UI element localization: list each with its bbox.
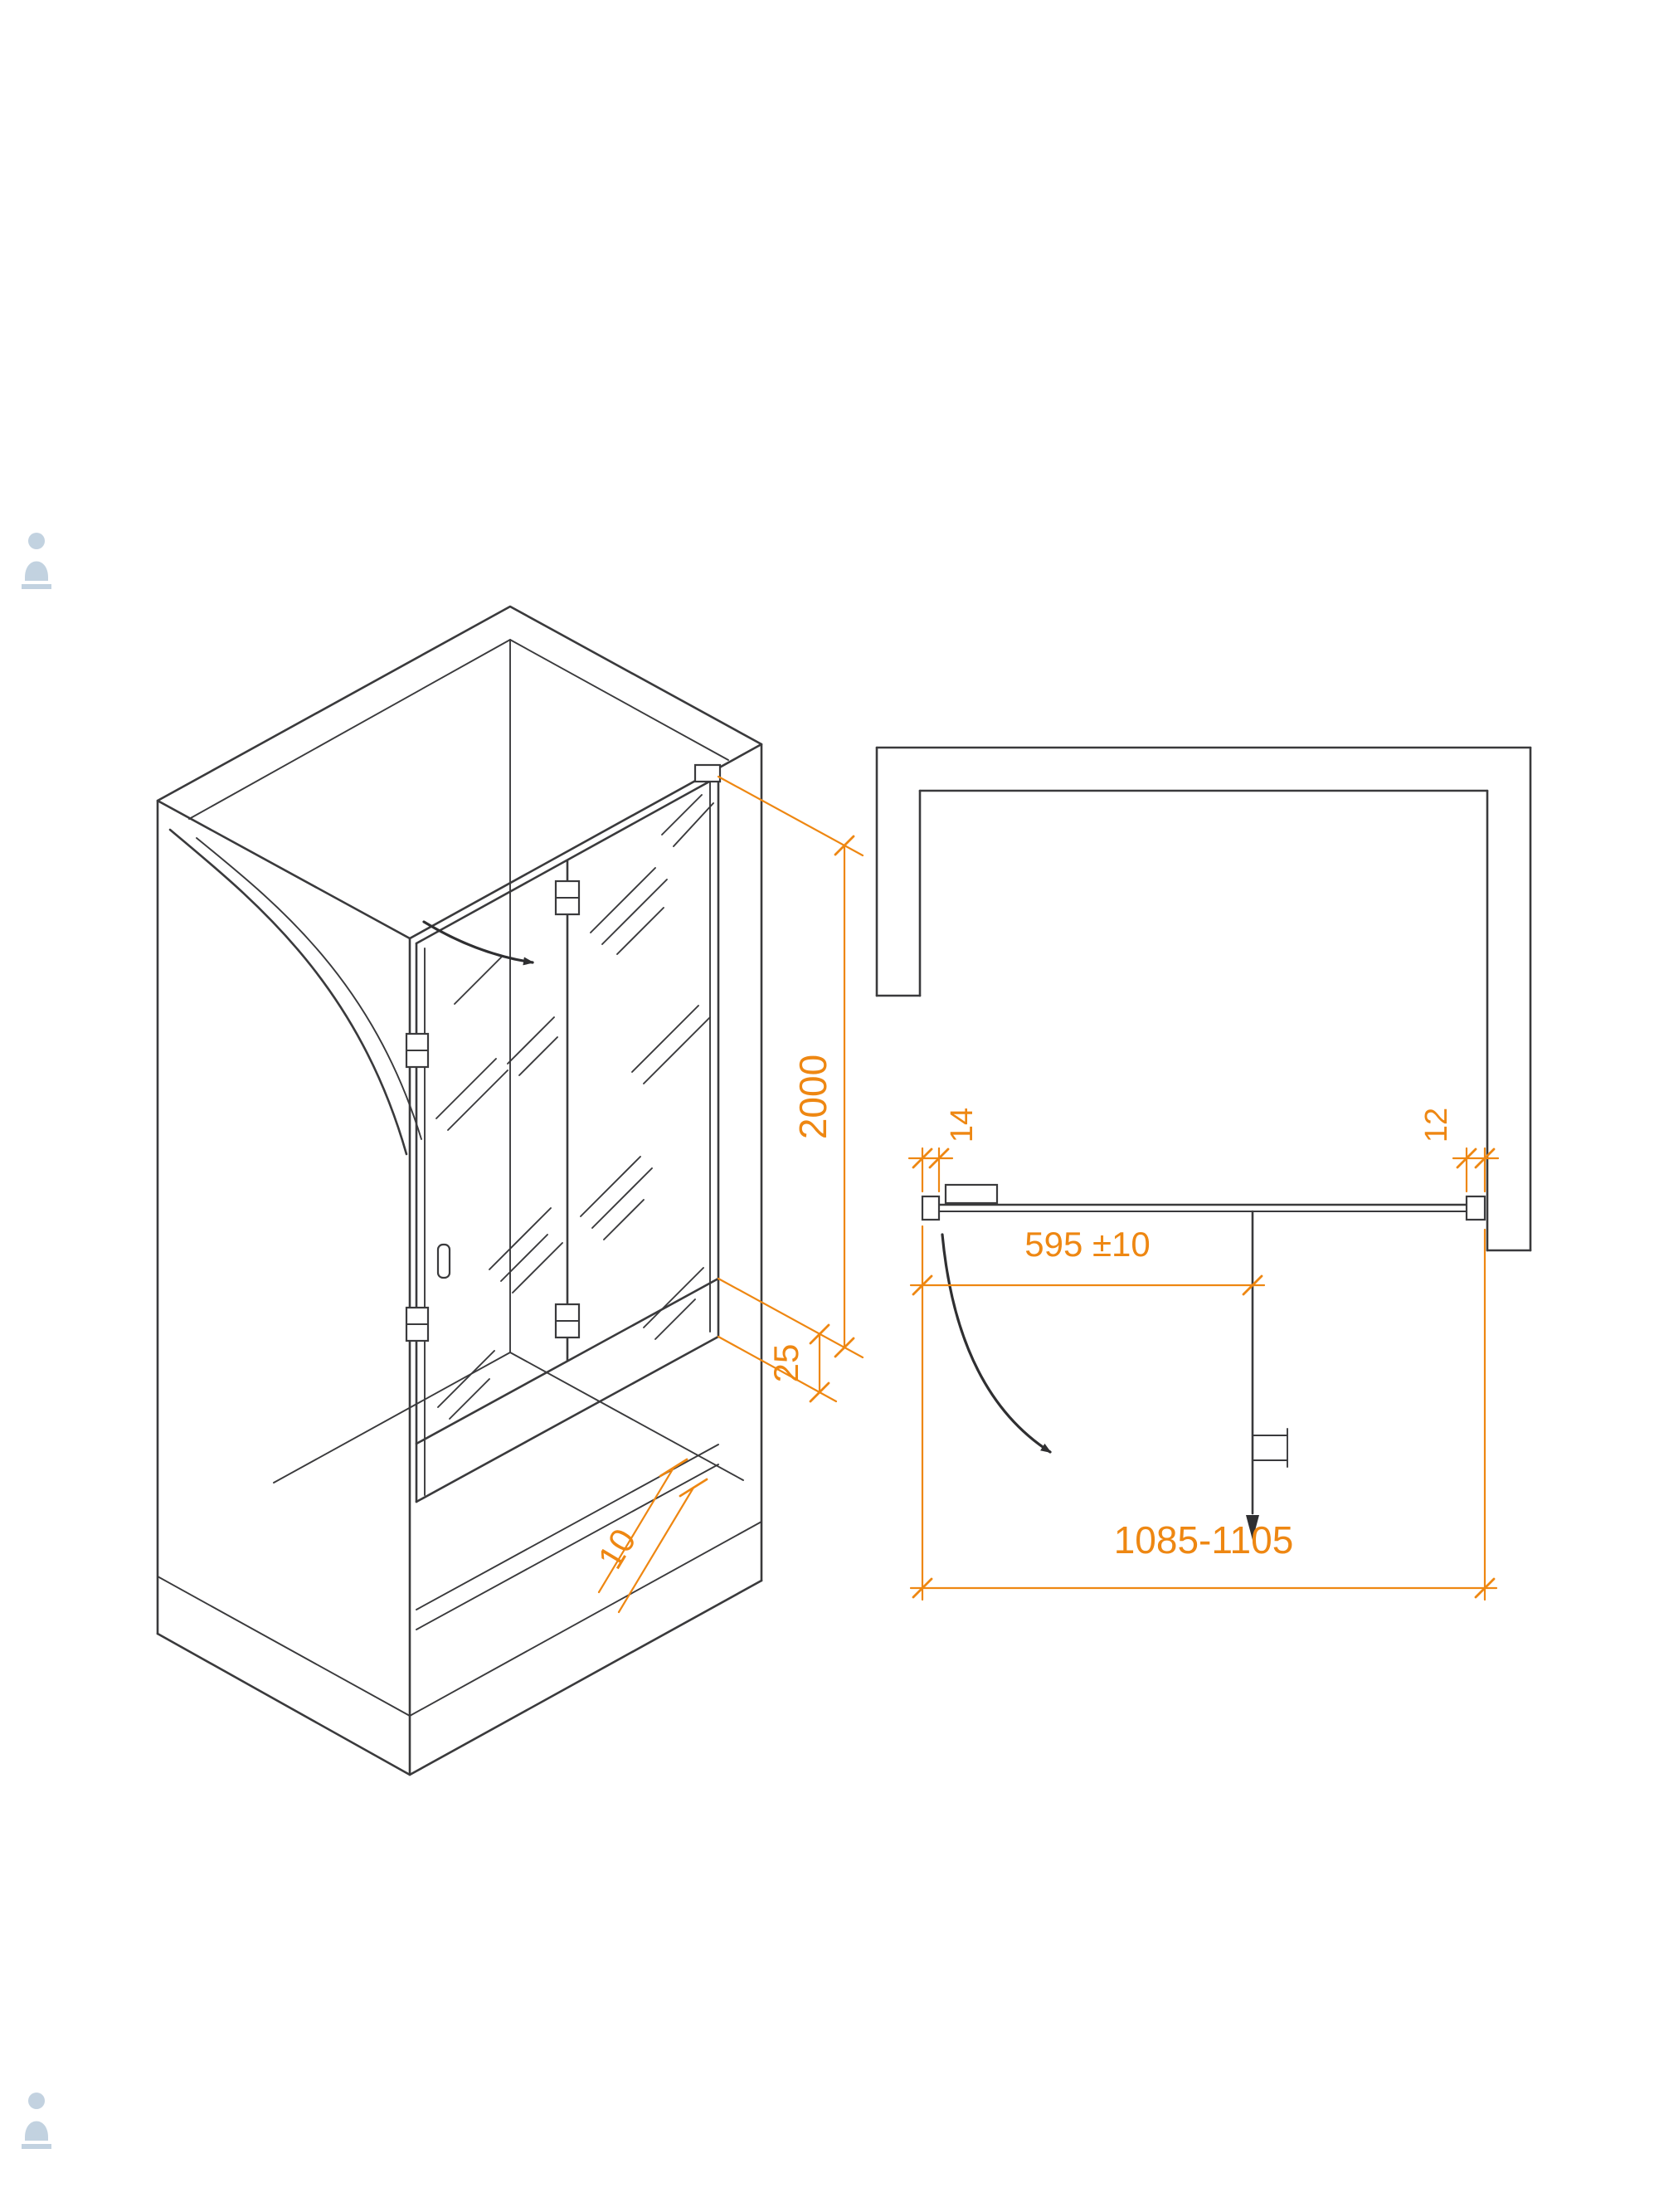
tray-step-line-2 <box>416 1464 719 1630</box>
plan-door-edge-marker <box>1246 1515 1259 1540</box>
top-face-inner-rim <box>188 638 729 820</box>
isometric-view <box>156 605 763 1776</box>
dim-total-width: 1085-1105 <box>1114 1518 1294 1562</box>
plan-hinge-plate <box>944 1183 999 1205</box>
door-swing-arc-arrow-icon <box>941 1233 1052 1454</box>
wall-bracket-icon <box>693 763 722 783</box>
base-bottom-edges <box>156 1579 763 1776</box>
dimensions: 2000 25 10 14 12 595 ±10 <box>590 775 1500 1614</box>
cutaway-curve-inner <box>196 837 422 1140</box>
base-top-left-edge <box>157 1576 411 1717</box>
plan-left-profile <box>921 1195 941 1221</box>
plan-right-profile <box>1465 1195 1486 1221</box>
watermark-logo-top <box>22 533 51 589</box>
enclosure-top-face <box>156 605 763 940</box>
dim-right-gap: 12 <box>1419 1108 1454 1143</box>
glass-hatching <box>435 794 714 1420</box>
dim-bottom-profile: 25 <box>766 1344 805 1383</box>
dim-panel-width: 595 ±10 <box>1024 1225 1151 1264</box>
door-handle-icon <box>436 1243 451 1279</box>
interior-floor-right-edge <box>509 1352 744 1481</box>
base-top-right-edge <box>409 1521 762 1717</box>
bottom-profile-edge <box>415 1335 720 1503</box>
door-hardware <box>405 763 722 1342</box>
plan-view <box>875 746 1532 1540</box>
interior-floor-left-edge <box>273 1352 511 1484</box>
cutaway-curve-outer <box>168 828 408 1156</box>
dim-left-profile: 14 <box>945 1108 980 1143</box>
dim-glass-height: 2000 <box>791 1055 834 1139</box>
door-swing-arrow-icon <box>422 920 534 966</box>
watermark-logo-bottom <box>22 2093 51 2149</box>
